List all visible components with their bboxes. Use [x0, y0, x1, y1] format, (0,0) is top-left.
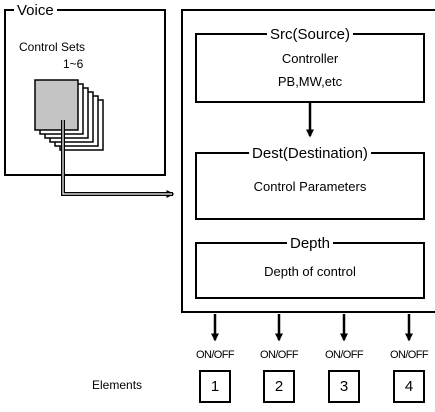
voice-title: Voice: [14, 3, 57, 18]
dest-line-parameters: Control Parameters: [253, 179, 367, 194]
element-1-box: [199, 370, 231, 403]
src-line-controller: Controller: [281, 51, 339, 66]
element-2-number: 2: [274, 378, 284, 395]
element-1-number: 1: [210, 378, 220, 395]
elements-label: Elements: [92, 378, 143, 392]
depth-title: Depth: [286, 236, 334, 251]
src-box: [195, 33, 425, 103]
control-set-stack: [34, 79, 104, 151]
element-3-number: 3: [339, 378, 349, 395]
element-3-switch-label: ON/OFF: [325, 349, 364, 361]
src-title: Src(Source): [266, 27, 354, 42]
control-set-card-front: [34, 79, 79, 131]
element-2-switch-label: ON/OFF: [260, 349, 299, 361]
element-1-switch-label: ON/OFF: [196, 349, 235, 361]
element-3-box: [328, 370, 360, 403]
voice-box: [4, 9, 166, 176]
element-4-switch-label: ON/OFF: [390, 349, 429, 361]
element-4-number: 4: [404, 378, 414, 395]
depth-line-control: Depth of control: [264, 264, 356, 279]
control-set-box: [181, 9, 435, 313]
element-2-box: [263, 370, 295, 403]
src-line-examples: PB,MW,etc: [277, 74, 343, 89]
control-sets-range: 1~6: [63, 57, 84, 71]
dest-title: Dest(Destination): [249, 146, 371, 161]
element-4-box: [393, 370, 425, 403]
voice-connector-inner: [62, 120, 172, 195]
control-sets-label: Control Sets: [19, 40, 86, 54]
